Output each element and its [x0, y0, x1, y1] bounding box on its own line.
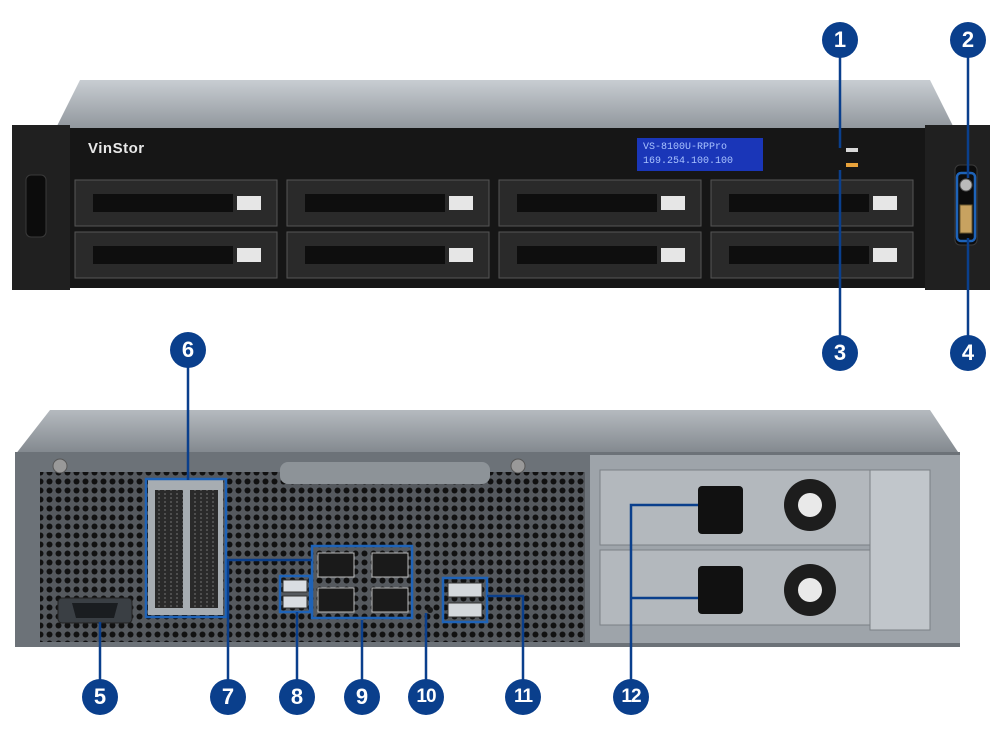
drive-bay-4: [710, 179, 914, 227]
callout-12: 12: [614, 680, 648, 714]
callout-5: 5: [83, 680, 117, 714]
callout-10: 10: [409, 680, 443, 714]
lcd-line-1: VS-8100U-RPPro: [643, 142, 728, 153]
power-button: [959, 178, 973, 192]
rear-highlights: [144, 477, 489, 624]
callout-8: 8: [280, 680, 314, 714]
callout-3: 3: [823, 336, 857, 370]
lan-led: [846, 163, 858, 167]
rear-chassis-top: [15, 410, 960, 455]
front-usb-port: [959, 204, 973, 234]
lan-ports: [317, 552, 409, 613]
drive-bay-6: [286, 231, 490, 279]
drive-bay-1: [74, 179, 278, 227]
drive-bay-5: [74, 231, 278, 279]
power-inlet-2: [698, 566, 743, 614]
pcie-slot-2: [190, 490, 218, 608]
front-leader-lines: [838, 56, 970, 336]
thumb-screw-left: [52, 458, 68, 474]
callout-4: 4: [951, 336, 985, 370]
callout-1: 1: [823, 23, 857, 57]
callout-7: 7: [211, 680, 245, 714]
drive-bay-7: [498, 231, 702, 279]
reset-button: [427, 607, 433, 613]
status-led: [846, 148, 858, 152]
vga-port: [72, 603, 118, 618]
rear-leader-lines: [98, 366, 698, 680]
rear-view: [15, 410, 960, 647]
thumb-screw-center: [510, 458, 526, 474]
drive-bay-2: [286, 179, 490, 227]
front-view: [12, 80, 990, 290]
drive-bay-8: [710, 231, 914, 279]
rear-handle: [280, 462, 490, 484]
brand-label: VinStor: [88, 140, 145, 157]
ten-gbe-ports: [447, 582, 483, 618]
callout-2: 2: [951, 23, 985, 57]
lcd-line-2: 169.254.100.100: [643, 156, 734, 167]
lcd-display: VS-8100U-RPPro 169.254.100.100: [637, 138, 763, 171]
pcie-slot-1: [155, 490, 183, 608]
callout-11: 11: [506, 680, 540, 714]
usb-ports: [282, 579, 308, 609]
front-button-highlight: [955, 171, 977, 243]
callout-9: 9: [345, 680, 379, 714]
front-chassis-top: [55, 80, 955, 130]
psu-side-panel: [869, 469, 931, 631]
callout-6: 6: [171, 333, 205, 367]
power-inlet-1: [698, 486, 743, 534]
left-handle: [25, 174, 47, 238]
drive-bay-3: [498, 179, 702, 227]
drive-bays: [74, 179, 914, 279]
